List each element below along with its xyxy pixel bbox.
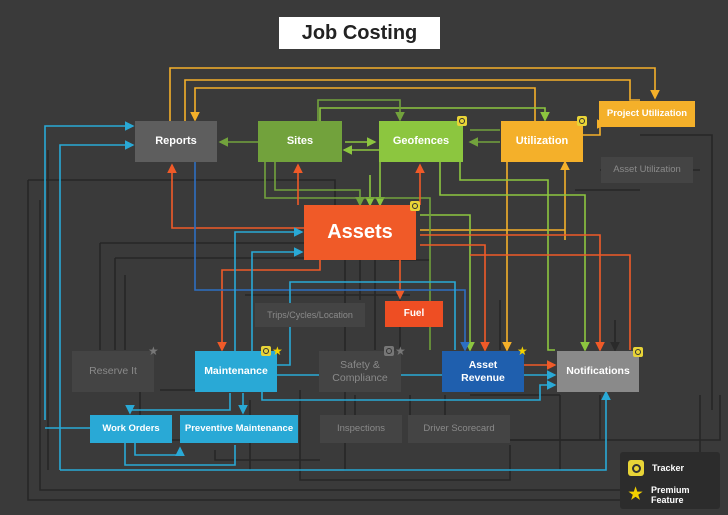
reports-node[interactable]: Reports	[135, 121, 217, 162]
reports-label: Reports	[155, 135, 197, 148]
preventive-maintenance-node[interactable]: Preventive Maintenance	[180, 415, 298, 443]
tracker-icon	[628, 460, 644, 476]
work-orders-label: Work Orders	[102, 422, 160, 434]
project-utilization-node[interactable]: Project Utilization	[599, 101, 695, 127]
inspections-label: Inspections	[336, 422, 386, 434]
asset-revenue-node[interactable]: Asset Revenue	[442, 351, 524, 392]
star-icon: ★	[272, 344, 283, 358]
safety-compliance-node[interactable]: Safety & Compliance	[319, 351, 401, 392]
sites-connectors	[218, 99, 500, 350]
tracker-icon	[261, 346, 271, 356]
geofences-node[interactable]: Geofences	[379, 121, 463, 162]
page-title: Job Costing	[279, 17, 440, 49]
project-utilization-label: Project Utilization	[606, 107, 688, 119]
driver-scorecard-label: Driver Scorecard	[423, 422, 495, 434]
geofences-label: Geofences	[392, 135, 450, 148]
assets-label: Assets	[327, 221, 393, 243]
maintenance-label: Maintenance	[204, 365, 268, 378]
safety-compliance-label: Safety & Compliance	[332, 359, 388, 384]
star-icon: ★	[148, 344, 159, 358]
legend-tracker: Tracker	[628, 460, 684, 476]
legend-tracker-label: Tracker	[652, 463, 685, 473]
star-icon: ★	[517, 344, 528, 358]
revenue-connectors	[194, 162, 470, 352]
trips-label: Trips/Cycles/Location	[267, 309, 353, 320]
driver-scorecard-node[interactable]: Driver Scorecard	[408, 415, 510, 443]
sites-node[interactable]: Sites	[258, 121, 342, 162]
utilization-node[interactable]: Utilization	[501, 121, 583, 162]
tracker-icon	[384, 346, 394, 356]
asset-utilization-node[interactable]: Asset Utilization	[601, 157, 693, 183]
fuel-label: Fuel	[403, 308, 425, 320]
maintenance-connectors	[44, 121, 611, 471]
star-icon: ★	[628, 486, 643, 503]
legend-premium: ★ Premium Feature	[628, 485, 720, 505]
reserve-it-label: Reserve It	[89, 365, 137, 378]
assets-node[interactable]: Assets	[304, 205, 416, 260]
tracker-icon	[577, 116, 587, 126]
trips-node[interactable]: Trips/Cycles/Location	[255, 303, 365, 327]
notifications-node[interactable]: Notifications	[557, 351, 639, 392]
background-connectors	[27, 134, 721, 501]
preventive-maintenance-label: Preventive Maintenance	[184, 422, 294, 434]
tracker-icon	[633, 347, 643, 357]
work-orders-node[interactable]: Work Orders	[90, 415, 172, 443]
asset-utilization-label: Asset Utilization	[613, 163, 681, 175]
inspections-node[interactable]: Inspections	[320, 415, 402, 443]
legend-premium-label: Premium Feature	[651, 485, 690, 505]
utilization-connectors	[169, 67, 660, 352]
asset-revenue-label: Asset Revenue	[461, 359, 505, 384]
notifications-label: Notifications	[566, 365, 630, 378]
sites-label: Sites	[286, 135, 314, 148]
legend: Tracker ★ Premium Feature	[620, 452, 720, 509]
utilization-label: Utilization	[515, 135, 569, 148]
fuel-node[interactable]: Fuel	[385, 301, 443, 327]
tracker-icon	[457, 116, 467, 126]
tracker-icon	[410, 201, 420, 211]
star-icon: ★	[395, 344, 406, 358]
assets-connectors	[167, 163, 631, 370]
reserve-it-node[interactable]: Reserve It	[72, 351, 154, 392]
maintenance-node[interactable]: Maintenance	[195, 351, 277, 392]
